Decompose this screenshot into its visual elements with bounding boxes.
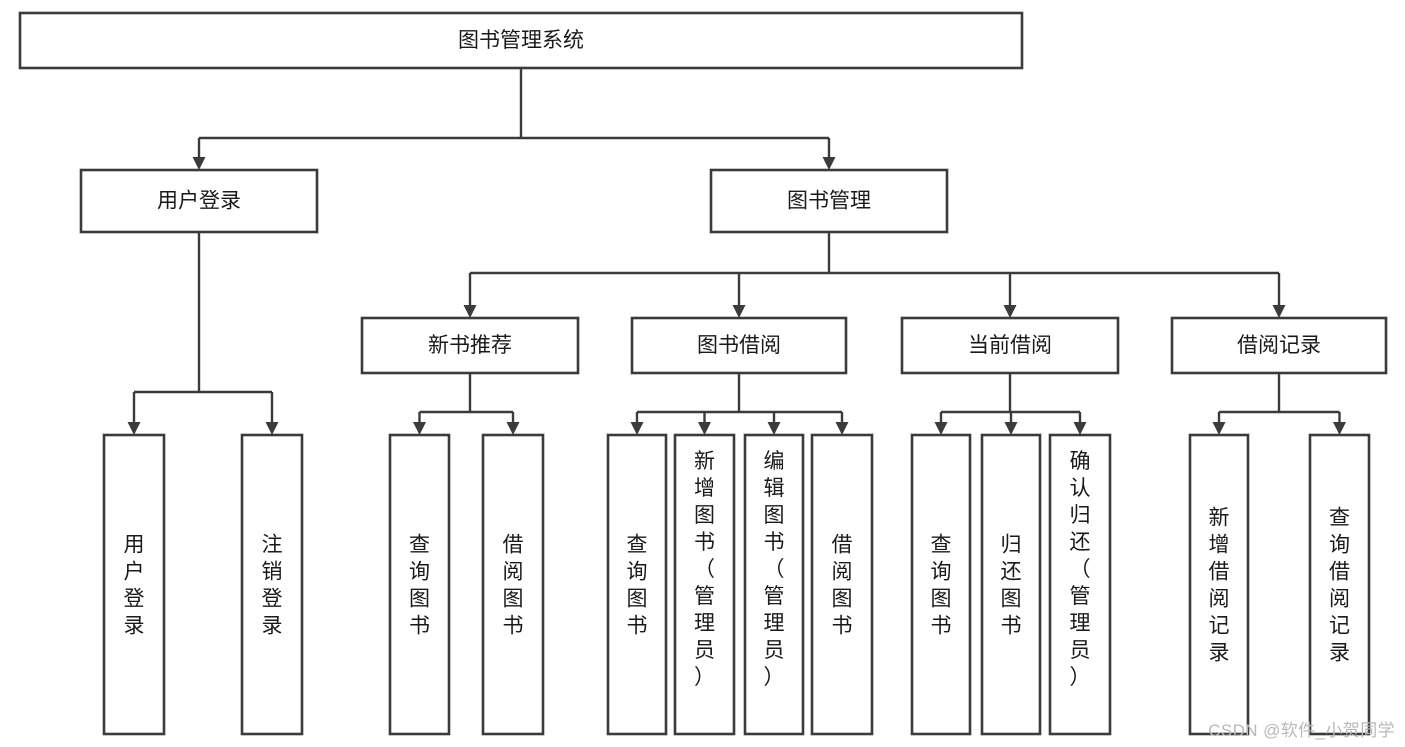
node-box-book-borrow	[630, 316, 848, 375]
node-leaf-query-book-2[interactable]: 查询图书	[606, 433, 668, 736]
node-box-leaf-edit-book	[743, 433, 805, 736]
node-label-leaf-user-logout: 注销登录	[262, 534, 283, 638]
node-leaf-user-logout[interactable]: 注销登录	[240, 433, 304, 736]
node-label-book-borrow: 图书借阅	[697, 334, 781, 357]
node-box-leaf-query-book-1	[388, 433, 451, 736]
node-label-leaf-add-book: 新增图书（管理员）	[694, 450, 715, 689]
arrow-head-icon	[463, 305, 477, 318]
node-box-user-login	[79, 168, 319, 234]
arrow-head-icon	[835, 422, 849, 435]
node-leaf-return-book[interactable]: 归还图书	[980, 433, 1042, 736]
node-box-undefined	[18, 11, 1024, 70]
arrow-head-icon	[767, 422, 781, 435]
node-label-undefined: 图书管理系统	[458, 29, 584, 52]
node-layer: 图书管理系统用户登录图书管理新书推荐图书借阅当前借阅借阅记录用户登录注销登录查询…	[18, 11, 1388, 736]
node-label-leaf-borrow-book-1: 借阅图书	[503, 534, 524, 638]
arrow-head-icon	[1333, 422, 1346, 435]
node-leaf-borrow-book-1[interactable]: 借阅图书	[481, 433, 545, 736]
node-label-borrow-record: 借阅记录	[1237, 334, 1321, 357]
node-book-manage[interactable]: 图书管理	[709, 168, 949, 234]
node-label-leaf-borrow-book-2: 借阅图书	[832, 534, 853, 638]
arrow-head-icon	[192, 157, 206, 170]
watermark-text: CSDN @软件_小贺同学	[1208, 721, 1395, 740]
node-undefined[interactable]: 图书管理系统	[18, 11, 1024, 70]
node-box-leaf-borrow-book-1	[481, 433, 545, 736]
node-leaf-user-login[interactable]: 用户登录	[102, 433, 166, 736]
node-label-leaf-query-book-3: 查询图书	[931, 534, 952, 638]
node-box-leaf-add-record	[1188, 433, 1250, 736]
node-label-leaf-edit-book: 编辑图书（管理员）	[764, 450, 785, 689]
node-user-login[interactable]: 用户登录	[79, 168, 319, 234]
node-label-user-login: 用户登录	[157, 190, 241, 213]
node-box-current-borrow	[900, 316, 1120, 375]
node-label-current-borrow: 当前借阅	[968, 334, 1052, 357]
arrow-head-icon	[1073, 422, 1087, 435]
node-box-leaf-add-book	[673, 433, 736, 736]
node-leaf-query-book-1[interactable]: 查询图书	[388, 433, 451, 736]
node-label-leaf-query-book-1: 查询图书	[409, 534, 430, 638]
node-leaf-confirm-return[interactable]: 确认归还（管理员）	[1048, 433, 1112, 736]
arrow-head-icon	[1272, 305, 1286, 318]
node-box-leaf-borrow-book-2	[810, 433, 874, 736]
node-label-new-book-recommend: 新书推荐	[428, 334, 512, 357]
node-box-leaf-confirm-return	[1048, 433, 1112, 736]
connector-layer	[127, 68, 1346, 435]
node-label-leaf-query-book-2: 查询图书	[627, 534, 648, 638]
node-label-leaf-query-record: 查询借阅记录	[1329, 507, 1350, 665]
arrow-head-icon	[413, 422, 426, 435]
arrow-head-icon	[934, 422, 948, 435]
arrow-head-icon	[732, 305, 746, 318]
node-box-leaf-user-login	[102, 433, 166, 736]
node-borrow-record[interactable]: 借阅记录	[1170, 316, 1388, 375]
node-box-leaf-return-book	[980, 433, 1042, 736]
node-leaf-add-record[interactable]: 新增借阅记录	[1188, 433, 1250, 736]
arrow-head-icon	[822, 157, 836, 170]
arrow-head-icon	[1003, 305, 1017, 318]
node-leaf-query-record[interactable]: 查询借阅记录	[1308, 433, 1371, 736]
node-leaf-add-book[interactable]: 新增图书（管理员）	[673, 433, 736, 736]
node-box-leaf-user-logout	[240, 433, 304, 736]
node-label-leaf-user-login: 用户登录	[124, 534, 145, 638]
node-box-borrow-record	[1170, 316, 1388, 375]
arrow-head-icon	[698, 422, 711, 435]
node-new-book-recommend[interactable]: 新书推荐	[360, 316, 580, 375]
node-leaf-edit-book[interactable]: 编辑图书（管理员）	[743, 433, 805, 736]
arrow-head-icon	[1004, 422, 1018, 435]
node-box-leaf-query-book-2	[606, 433, 668, 736]
arrow-head-icon	[127, 422, 141, 435]
arrow-head-icon	[506, 422, 520, 435]
node-label-leaf-return-book: 归还图书	[1001, 534, 1022, 638]
node-label-leaf-add-record: 新增借阅记录	[1209, 507, 1230, 665]
node-box-leaf-query-record	[1308, 433, 1371, 736]
node-box-new-book-recommend	[360, 316, 580, 375]
arrow-head-icon	[630, 422, 644, 435]
node-leaf-query-book-3[interactable]: 查询图书	[910, 433, 972, 736]
arrow-head-icon	[265, 422, 279, 435]
arrow-head-icon	[1212, 422, 1226, 435]
node-leaf-borrow-book-2[interactable]: 借阅图书	[810, 433, 874, 736]
node-current-borrow[interactable]: 当前借阅	[900, 316, 1120, 375]
node-label-leaf-confirm-return: 确认归还（管理员）	[1070, 450, 1091, 689]
node-box-leaf-query-book-3	[910, 433, 972, 736]
node-label-book-manage: 图书管理	[787, 190, 871, 213]
node-book-borrow[interactable]: 图书借阅	[630, 316, 848, 375]
node-box-book-manage	[709, 168, 949, 234]
